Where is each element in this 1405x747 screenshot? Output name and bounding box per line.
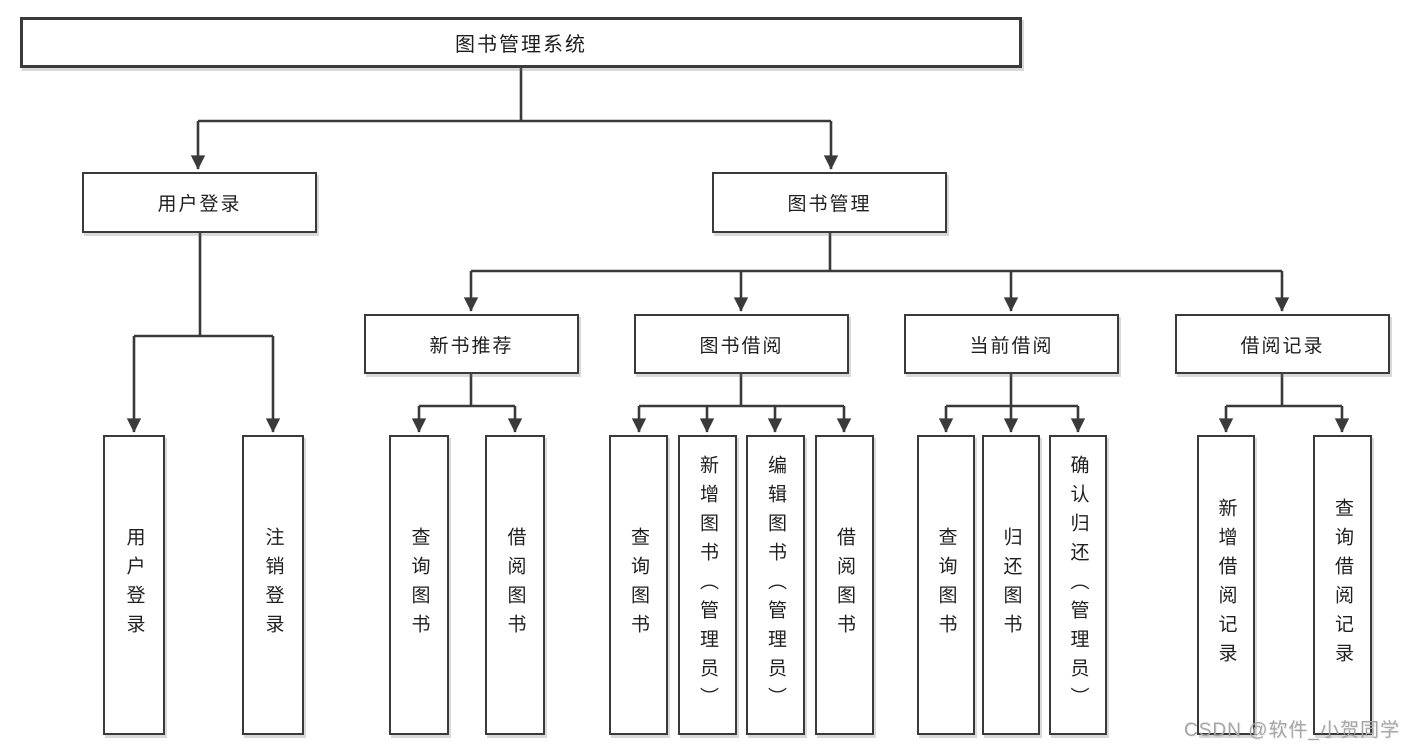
leaf-recommend-query-books: 查询图书: [389, 435, 449, 735]
node-book-borrow: 图书借阅: [634, 314, 849, 374]
csdn-watermark: CSDN @软件_小贺同学: [1184, 720, 1400, 741]
leaf-recommend-borrow-books: 借阅图书: [485, 435, 545, 735]
leaf-borrow-add-books-admin: 新增图书（管理员）: [678, 435, 737, 735]
node-library-management-system: 图书管理系统: [20, 17, 1022, 68]
leaf-borrow-borrow-books: 借阅图书: [815, 435, 874, 735]
leaf-borrow-query-books: 查询图书: [609, 435, 668, 735]
node-current-borrow: 当前借阅: [904, 314, 1119, 374]
node-book-management: 图书管理: [712, 172, 947, 233]
leaf-borrow-edit-books-admin: 编辑图书（管理员）: [746, 435, 805, 735]
leaf-current-return-books: 归还图书: [982, 435, 1040, 735]
leaf-records-query-record: 查询借阅记录: [1313, 435, 1372, 735]
node-new-book-recommend: 新书推荐: [364, 314, 579, 374]
node-user-login: 用户登录: [82, 172, 317, 233]
leaf-user-login: 用户登录: [103, 435, 165, 735]
leaf-current-query-books: 查询图书: [917, 435, 975, 735]
leaf-current-confirm-return-admin: 确认归还（管理员）: [1049, 435, 1107, 735]
leaf-records-add-record: 新增借阅记录: [1197, 435, 1255, 735]
leaf-logout: 注销登录: [242, 435, 304, 735]
node-borrow-records: 借阅记录: [1175, 314, 1390, 374]
